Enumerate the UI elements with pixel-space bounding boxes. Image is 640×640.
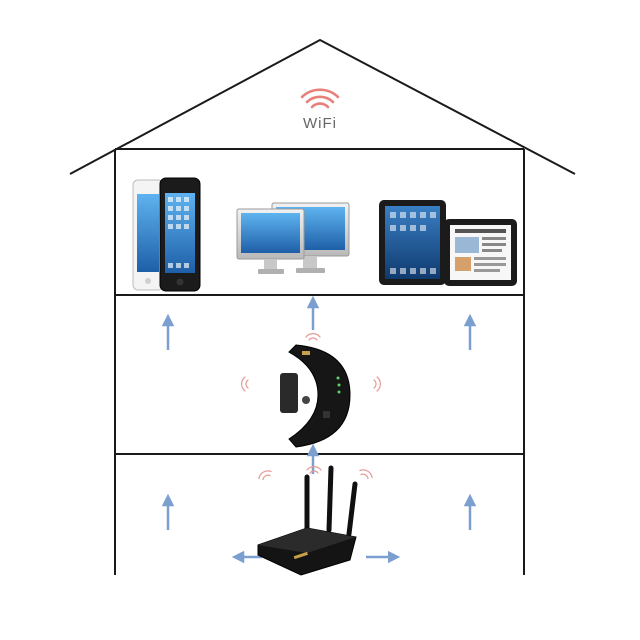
wireless-router [257,465,358,576]
wifi-logo: WiFi [300,88,340,132]
signal-wave-icon [305,333,321,341]
wifi-repeater [280,344,351,448]
signal-wave-icon [359,469,373,480]
iphone-devices [132,177,201,292]
roof-line [69,38,576,175]
signal-wave-icons [241,333,381,481]
wifi-label: WiFi [303,115,337,132]
signal-wave-icon [306,466,322,474]
imac-monitors [236,202,350,274]
signal-wave-icon [373,376,381,392]
signal-arrows [161,295,477,564]
signal-wave-icon [241,376,249,392]
signal-wave-icon [258,470,272,481]
house-outline [69,38,576,575]
wifi-signal-icon [300,88,340,109]
ipad-devices [379,200,517,286]
